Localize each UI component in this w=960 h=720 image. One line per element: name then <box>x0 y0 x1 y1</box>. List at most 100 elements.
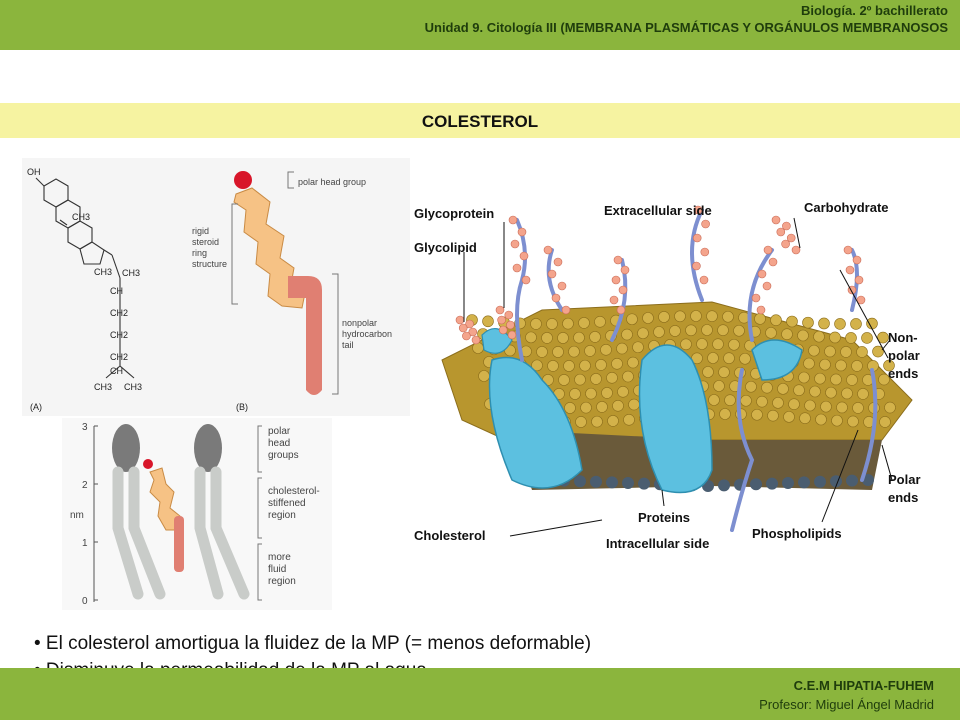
lipid-head-bead <box>606 372 618 384</box>
hydrocarbon-tail-shape <box>288 276 322 395</box>
lipid-head-bead <box>612 400 624 412</box>
lipid-head-bead <box>642 312 654 324</box>
lipid-head-bead <box>724 394 736 406</box>
ch2-group: CH2 <box>110 308 128 318</box>
lipid-head-bead <box>638 477 650 490</box>
carbohydrate-bead <box>512 263 522 273</box>
lipid-head-bead <box>782 477 794 489</box>
lipid-head-bead <box>690 310 702 322</box>
carbohydrate-bead <box>468 327 478 337</box>
bullet-item: • El colesterol amortigua la fluidez de … <box>34 633 592 654</box>
carbohydrate-bead <box>543 245 553 255</box>
lipid-head-bead <box>573 331 585 344</box>
carbohydrate-bead <box>620 265 630 275</box>
carbohydrate-bead <box>843 245 853 255</box>
lipid-head-bead <box>702 366 714 378</box>
lipid-head-bead <box>851 360 863 372</box>
tail-label: hydrocarbon <box>342 329 392 339</box>
school-name: C.E.M HIPATIA-FUHEM <box>793 678 934 693</box>
lipid-head-bead <box>883 359 895 372</box>
axis-tick: 3 <box>82 422 88 433</box>
region-label: stiffened <box>268 498 306 509</box>
lipid-head-bead <box>830 373 842 386</box>
lipid-head-bead <box>856 346 868 358</box>
lipid-head-bead <box>783 411 795 423</box>
region-label: more <box>268 552 291 563</box>
nonpolar-label: Non- <box>888 330 918 345</box>
region-label: head <box>268 438 290 449</box>
lipid-head-bead <box>770 314 782 327</box>
lipid-head-bead <box>607 415 619 427</box>
lipid-head-bead <box>772 397 784 409</box>
carbohydrate-bead <box>547 269 557 279</box>
nonpolar-label: ends <box>888 366 918 381</box>
slide-title: COLESTEROL <box>421 112 539 131</box>
lipid-head-bead <box>621 328 633 341</box>
carbohydrate-bead <box>762 281 772 291</box>
title-bar: COLESTEROL <box>0 103 960 138</box>
membrane-model-figure: Glycoprotein Glycolipid Extracellular si… <box>412 190 952 558</box>
lipid-head-bead <box>750 478 762 491</box>
lipid-head-bead <box>616 342 628 355</box>
lipid-head-bead <box>584 345 596 357</box>
protein-shape <box>751 339 803 381</box>
lipid-head-bead <box>861 332 873 344</box>
lipid-head-bead <box>818 317 830 330</box>
axis-tick: 1 <box>82 538 88 549</box>
carbohydrate-bead <box>510 239 520 249</box>
carbohydrate-label: Carbohydrate <box>804 200 889 215</box>
lipid-head-bead <box>766 477 778 490</box>
lipid-head-bead <box>717 324 729 336</box>
carbohydrate-bead <box>701 219 710 229</box>
carbohydrate-bead <box>763 245 773 255</box>
lipid-head-bead <box>546 318 558 330</box>
panel-b-label: (B) <box>236 402 248 412</box>
footer-bar: C.E.M HIPATIA-FUHEM Profesor: Miguel Áng… <box>0 668 960 720</box>
ch-group: CH <box>110 286 123 296</box>
lipid-head-bead <box>600 344 612 356</box>
bilayer-cholesterol-figure: nm 3 2 1 0 polar head groups <box>62 418 332 610</box>
carbohydrate-bead <box>613 255 623 265</box>
ring-label: steroid <box>192 237 219 247</box>
carbohydrate-bead <box>692 233 702 243</box>
course-title: Biología. 2º bachillerato <box>800 3 948 18</box>
lipid-head-bead <box>850 318 862 330</box>
carbohydrate-bead <box>504 310 514 320</box>
carbohydrate-bead <box>506 320 515 330</box>
carbohydrate-bead <box>455 315 465 325</box>
lipid-head-bead <box>829 331 841 344</box>
lipid-head-bead <box>765 327 777 339</box>
lipid-head-bead <box>835 359 847 372</box>
lipid-head-bead <box>653 326 665 338</box>
lipid-head-bead <box>569 388 581 400</box>
lipid-head-bead <box>751 408 763 421</box>
lipid-head-bead <box>595 359 607 371</box>
lipid-head-bead <box>541 332 553 344</box>
lipid-head-bead <box>846 474 858 487</box>
lipid-head-bead <box>872 345 884 358</box>
glycolipid-label: Glycolipid <box>414 240 477 255</box>
lipid-head-bead <box>536 346 548 358</box>
lipid-head-bead <box>557 332 569 344</box>
lipid-head-bead <box>712 338 724 350</box>
lipid-head-bead <box>884 401 896 414</box>
carbohydrate-bead <box>498 325 508 335</box>
panel-a-label: (A) <box>30 402 42 412</box>
carbohydrate-bead <box>495 305 505 315</box>
lipid-head-bead <box>547 360 559 372</box>
lipid-head-bead <box>798 371 810 384</box>
methyl-group: CH3 <box>94 382 112 392</box>
lipid-head-bead <box>708 394 720 406</box>
lipid-head-bead <box>847 415 859 428</box>
lipid-head-bead <box>815 413 827 426</box>
carbohydrate-bead <box>757 269 767 279</box>
ch2-group: CH2 <box>110 330 128 340</box>
lipid-head-bead <box>622 370 634 383</box>
lipid-head-bead <box>813 330 825 343</box>
lipid-head-bead <box>564 402 576 414</box>
lipid-head-bead <box>804 399 816 412</box>
lipid-head-bead <box>857 388 869 400</box>
cholesterol-label: Cholesterol <box>414 528 486 543</box>
lipid-head-bead <box>574 373 586 386</box>
carbohydrate-bead <box>845 265 855 275</box>
